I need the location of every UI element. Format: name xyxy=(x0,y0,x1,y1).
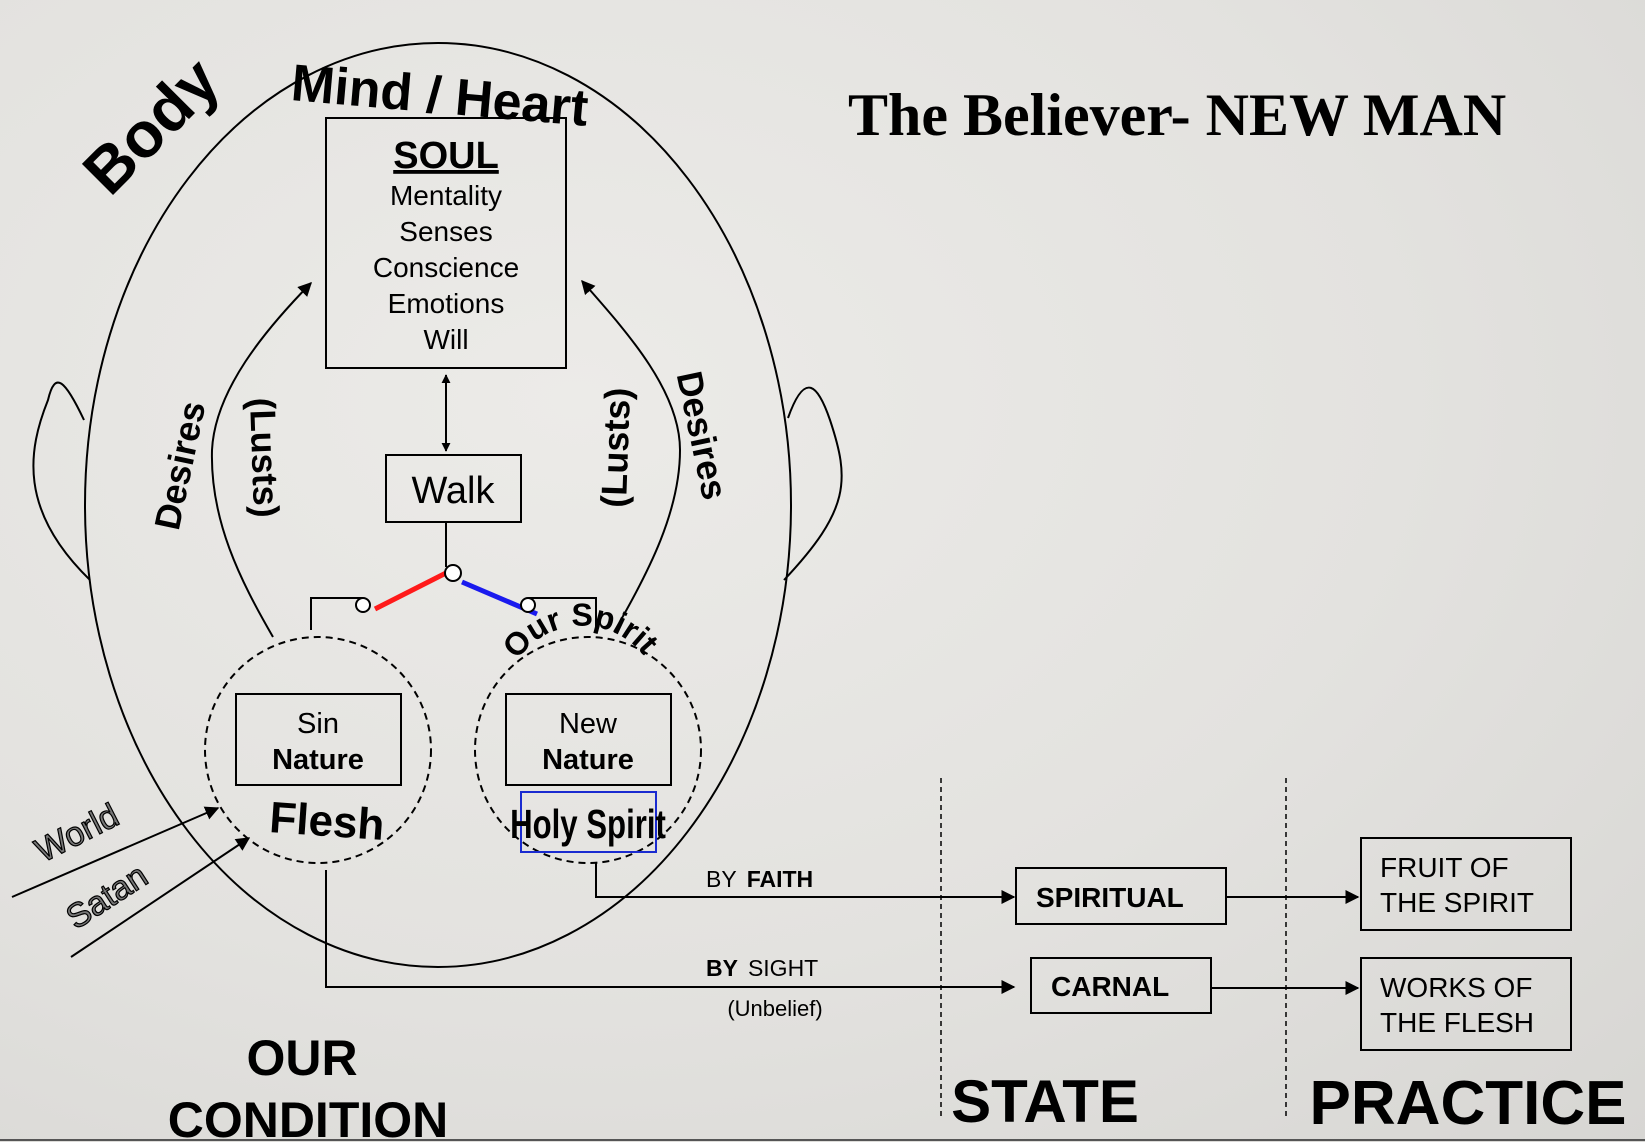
new-nature-box xyxy=(505,693,672,786)
left-desires-arrow xyxy=(210,281,312,638)
switch-left-contact xyxy=(355,597,371,613)
faith-path-arrow xyxy=(595,863,1016,904)
body-label: Body xyxy=(69,44,233,208)
works-line2: THE FLESH xyxy=(1380,1007,1534,1038)
new-nature-line2: Nature xyxy=(542,744,634,776)
left-lusts-label: (Lusts) xyxy=(242,397,287,518)
soul-item: Conscience xyxy=(373,252,519,283)
soul-heading: SOUL xyxy=(393,135,499,177)
walk-label: Walk xyxy=(411,470,495,512)
spiritual-label: SPIRITUAL xyxy=(1036,882,1184,913)
satan-label: Satan xyxy=(59,857,154,937)
unbelief-label: (Unbelief) xyxy=(727,996,822,1021)
holy-spirit-box xyxy=(520,791,657,853)
holy-spirit-label: Holy Spirit xyxy=(510,801,666,847)
state-heading: STATE xyxy=(951,1068,1139,1135)
our-condition-line2: CONDITION xyxy=(168,1092,449,1142)
spirit-circle xyxy=(474,636,702,864)
switch-pivot xyxy=(444,564,462,582)
mind-heart-label: Mind / Heart xyxy=(289,54,591,138)
carnal-box xyxy=(1030,957,1212,1014)
page-title: The Believer- NEW MAN xyxy=(848,82,1506,148)
world-arrow xyxy=(11,806,220,898)
right-ear xyxy=(783,386,843,581)
soul-box xyxy=(325,117,567,369)
left-desires-label: Desires xyxy=(146,398,213,534)
switch-red-lever xyxy=(373,570,448,612)
head-outline xyxy=(84,42,792,968)
right-lusts-label: (Lusts) xyxy=(593,387,638,508)
flesh-label: Flesh xyxy=(268,793,386,850)
fruit-box xyxy=(1360,837,1572,931)
practice-heading: PRACTICE xyxy=(1310,1069,1627,1138)
soul-item: Senses xyxy=(399,216,492,247)
world-label: World xyxy=(29,796,125,870)
fruit-line1: FRUIT OF xyxy=(1380,852,1509,883)
satan-arrow xyxy=(70,837,251,958)
works-line1: WORKS OF xyxy=(1380,972,1532,1003)
sight-path-arrow xyxy=(325,870,1016,994)
left-switch-wire xyxy=(310,597,363,630)
fruit-line2: THE SPIRIT xyxy=(1380,887,1534,918)
walk-box xyxy=(385,454,522,523)
carnal-label: CARNAL xyxy=(1051,971,1169,1002)
right-desires-arrow xyxy=(581,279,682,633)
right-switch-wire xyxy=(528,597,597,630)
sin-nature-line1: Sin xyxy=(297,708,339,740)
soul-item: Mentality xyxy=(390,180,502,211)
soul-item: Emotions xyxy=(388,288,505,319)
new-nature-line1: New xyxy=(559,708,618,740)
sin-circle xyxy=(204,636,432,864)
left-ear xyxy=(32,381,91,581)
soul-item: Will xyxy=(423,324,468,355)
our-condition-line1: OUR xyxy=(246,1030,357,1086)
sin-nature-box xyxy=(235,693,402,786)
sin-nature-line2: Nature xyxy=(272,744,364,776)
switch-right-contact xyxy=(520,597,536,613)
works-box xyxy=(1360,957,1572,1051)
